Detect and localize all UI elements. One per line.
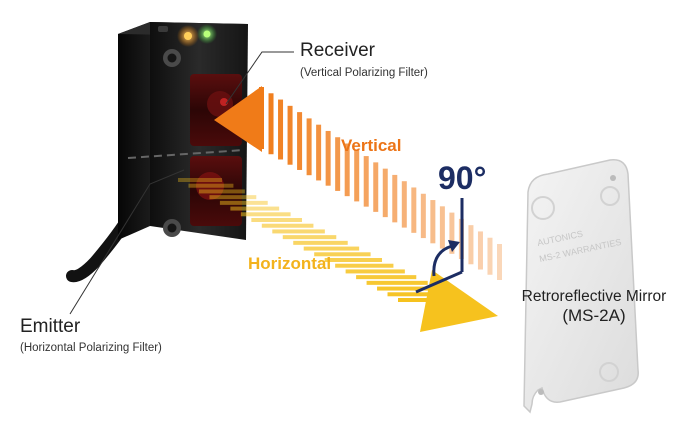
vertical-beam-stripe <box>439 206 445 249</box>
vertical-beam-arrowhead <box>214 86 262 152</box>
vertical-beam-stripe <box>468 225 474 265</box>
vertical-beam-stripe <box>420 193 426 239</box>
horizontal-beam-stripe <box>261 223 314 228</box>
horizontal-beam-stripe <box>356 275 417 280</box>
horizontal-beam-stripe <box>240 212 291 217</box>
horizontal-beam-stripe <box>314 252 371 257</box>
horizontal-beam-stripe <box>251 218 302 222</box>
horizontal-beam-stripe <box>387 292 451 297</box>
horizontal-beam-stripe <box>335 263 394 268</box>
horizontal-beam-stripe <box>178 178 222 182</box>
photoelectric-sensor <box>118 22 248 240</box>
vertical-beam-stripe <box>278 99 284 160</box>
vertical-beam-stripe <box>449 212 455 254</box>
horizontal-beam-stripe <box>303 246 360 251</box>
angle-label: 90° <box>438 160 487 196</box>
receiver-title: Receiver <box>300 40 375 61</box>
vertical-beam-stripe <box>297 112 303 170</box>
vertical-beam-stripe <box>306 118 312 176</box>
angle-rotation-arrow <box>432 244 453 277</box>
emitter-title: Emitter <box>20 316 81 337</box>
vertical-beam-stripe <box>401 181 407 228</box>
receiver-subtitle: (Vertical Polarizing Filter) <box>300 67 428 79</box>
horizontal-beam-stripe <box>293 240 348 245</box>
retroreflective-mirror: AUTONICS MS-2 WARRANTIES <box>523 159 639 414</box>
horizontal-beam-arrowhead <box>420 270 498 332</box>
sensor-knob <box>158 26 168 32</box>
vertical-beam-stripe <box>268 93 274 155</box>
horizontal-beam-stripe <box>209 195 257 200</box>
vertical-beam-stripe <box>344 143 350 197</box>
vertical-beam-stripe <box>373 162 379 212</box>
horizontal-beam-stripe <box>377 286 440 291</box>
vertical-beam-stripe <box>325 130 331 186</box>
mirror-label-line1: Retroreflective Mirror <box>521 288 667 305</box>
angle-marker <box>415 198 464 294</box>
vertical-beam-stripe <box>287 105 293 165</box>
horizontal-beam-stripe <box>219 200 268 205</box>
horizontal-beam-stripe <box>198 189 245 194</box>
mirror-label-line2: (MS-2A) <box>562 306 626 325</box>
lens-divider <box>127 149 245 159</box>
horizontal-beam-stripe <box>272 229 325 234</box>
emitter-leader-line <box>69 169 185 315</box>
vertical-label: Vertical <box>341 136 402 155</box>
vertical-beam-stripe <box>411 187 417 233</box>
horizontal-beam-stripe <box>324 258 382 262</box>
vertical-beam-stripe <box>382 168 388 218</box>
receiver-leader-line <box>225 51 294 105</box>
vertical-beam-stripe <box>316 124 322 181</box>
vertical-beam-stripe <box>497 244 502 280</box>
vertical-beam-stripe <box>477 231 483 270</box>
horizontal-beam <box>178 178 462 302</box>
vertical-beam-stripe <box>487 237 493 275</box>
vertical-beam-stripe <box>335 137 341 191</box>
angle-arrow-tip <box>448 240 460 252</box>
horizontal-beam-stripe <box>345 269 405 274</box>
vertical-beam-stripe <box>392 174 398 223</box>
vertical-beam-stripe <box>354 149 360 202</box>
horizontal-beam-stripe <box>366 280 428 285</box>
horizontal-label: Horizontal <box>248 254 332 273</box>
vertical-beam-stripe <box>430 200 436 244</box>
mirror-plate <box>523 159 639 414</box>
horizontal-beam-stripe <box>282 235 337 240</box>
mirror-label: Retroreflective Mirror (MS-2A) <box>494 288 694 326</box>
emitter-subtitle: (Horizontal Polarizing Filter) <box>20 342 162 354</box>
horizontal-beam-stripe <box>230 206 280 211</box>
sensor-side <box>118 22 150 240</box>
angle-horizontal-axis <box>415 270 463 294</box>
horizontal-beam-stripe <box>188 183 234 188</box>
vertical-beam-stripe <box>363 156 369 207</box>
